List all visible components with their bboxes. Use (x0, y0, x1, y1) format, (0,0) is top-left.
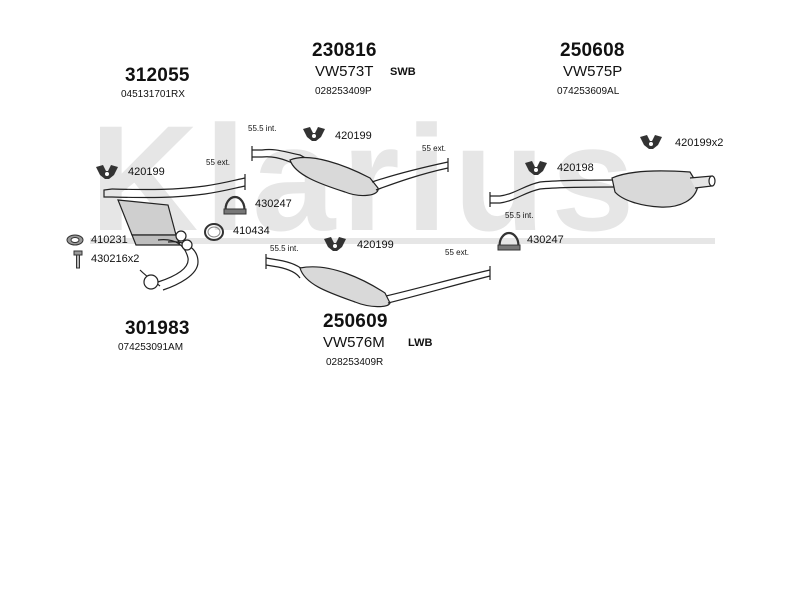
rear-int-label: 55.5 int. (505, 211, 534, 220)
rubber-hanger-icon (324, 237, 346, 251)
pipe-clamp-icon (497, 231, 521, 251)
middle-lwb-part-number: 250609 (323, 311, 388, 332)
catalyst-oem-number: 074253091AM (118, 342, 184, 353)
middle-lwb-wheelbase-tag: LWB (408, 337, 433, 349)
bolt-icon (73, 250, 83, 269)
rear-part-number: 250608 (560, 40, 625, 61)
catalyst-part-number: 301983 (125, 318, 190, 339)
middle-silencer-250609 (265, 254, 491, 308)
swb-ext-label: 55 ext. (422, 144, 447, 153)
rubber-hanger-icon (525, 161, 547, 175)
hanger-mid-lwb-label: 420199 (357, 239, 394, 251)
hanger-rear-b-label: 420199x2 (675, 137, 724, 149)
hanger-mid-swb-label: 420199 (335, 130, 372, 142)
rear-silencer-250608 (489, 170, 716, 208)
front-pipe-312055 (103, 174, 246, 199)
middle-silencer-230816 (251, 146, 449, 197)
middle-swb-part-number: 230816 (312, 40, 377, 61)
hanger-front-label: 420199 (128, 166, 165, 178)
front-pipe-part-number: 312055 (125, 65, 190, 86)
catalyst-301983 (117, 199, 199, 291)
front-pipe-oem-number: 045131701RX (121, 89, 185, 100)
bolt-label: 430216x2 (91, 253, 140, 265)
middle-swb-model: VW573T (315, 63, 374, 80)
pipe-clamp-icon (223, 195, 247, 215)
rubber-hanger-icon (96, 165, 118, 179)
middle-swb-oem-number: 028253409P (315, 86, 372, 97)
ring-label: 410434 (233, 225, 270, 237)
gasket-label: 410231 (91, 234, 128, 246)
rear-oem-number: 074253609AL (557, 86, 620, 97)
middle-lwb-model: VW576M (323, 334, 385, 351)
clamp-rear-label: 430247 (527, 234, 564, 246)
clamp-front-label: 430247 (255, 198, 292, 210)
lwb-ext-label: 55 ext. (445, 248, 470, 257)
rubber-hanger-icon (640, 135, 662, 149)
hanger-rear-a-label: 420198 (557, 162, 594, 174)
rear-model: VW575P (563, 63, 623, 80)
swb-int-label: 55.5 int. (248, 124, 277, 133)
middle-lwb-oem-number: 028253409R (326, 357, 384, 368)
gasket-icon (66, 234, 84, 246)
rubber-hanger-icon (303, 127, 325, 141)
middle-swb-wheelbase-tag: SWB (390, 66, 416, 78)
watermark-underline (90, 238, 715, 244)
front-ext-label: 55 ext. (206, 158, 231, 167)
lwb-int-label: 55.5 int. (270, 244, 299, 253)
sealing-ring-icon (204, 223, 224, 241)
